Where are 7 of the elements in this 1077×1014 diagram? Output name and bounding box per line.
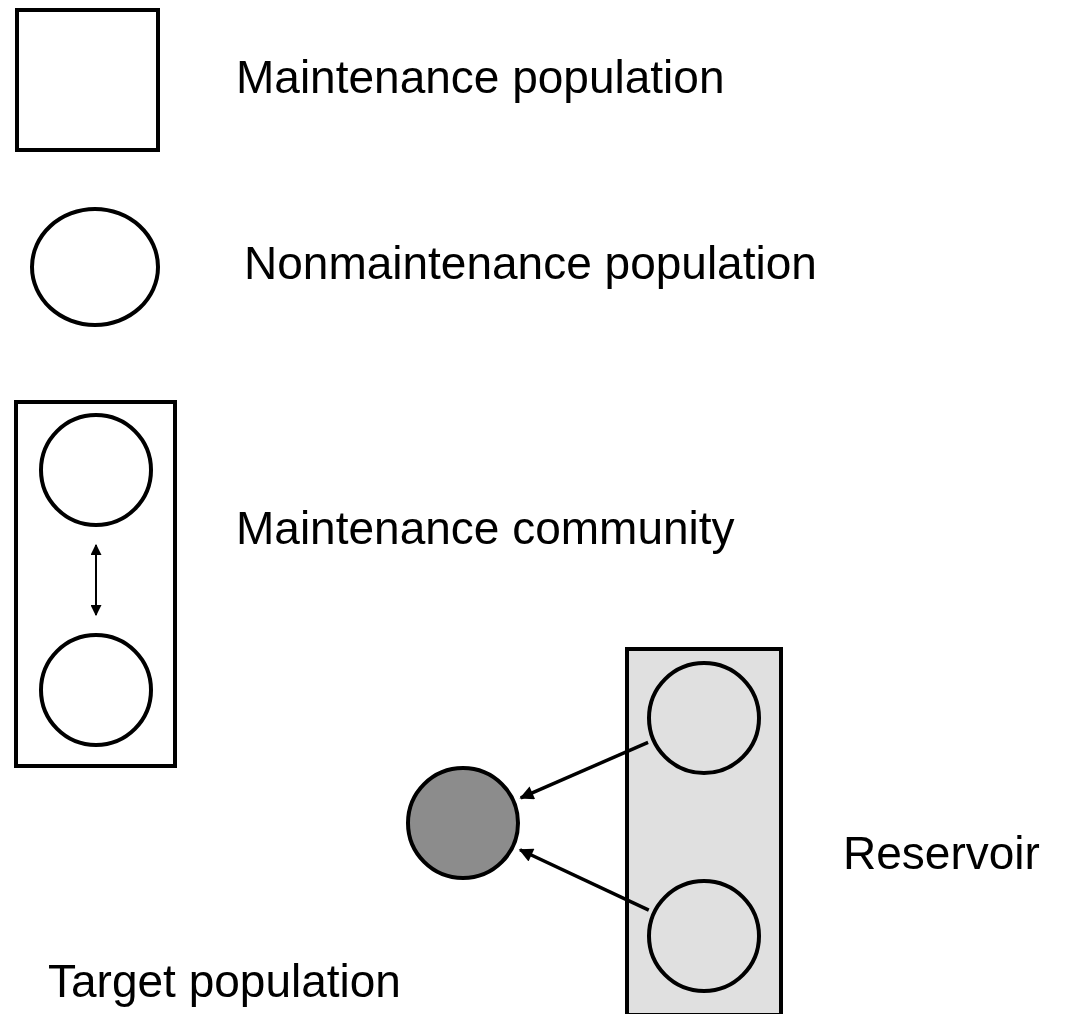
arrow	[519, 740, 649, 800]
population-box	[15, 8, 160, 152]
arrow	[518, 848, 650, 912]
node-caption: Reservoir	[843, 830, 1040, 876]
arrow	[90, 543, 102, 617]
population-box	[625, 647, 783, 1014]
population-box	[14, 400, 177, 768]
